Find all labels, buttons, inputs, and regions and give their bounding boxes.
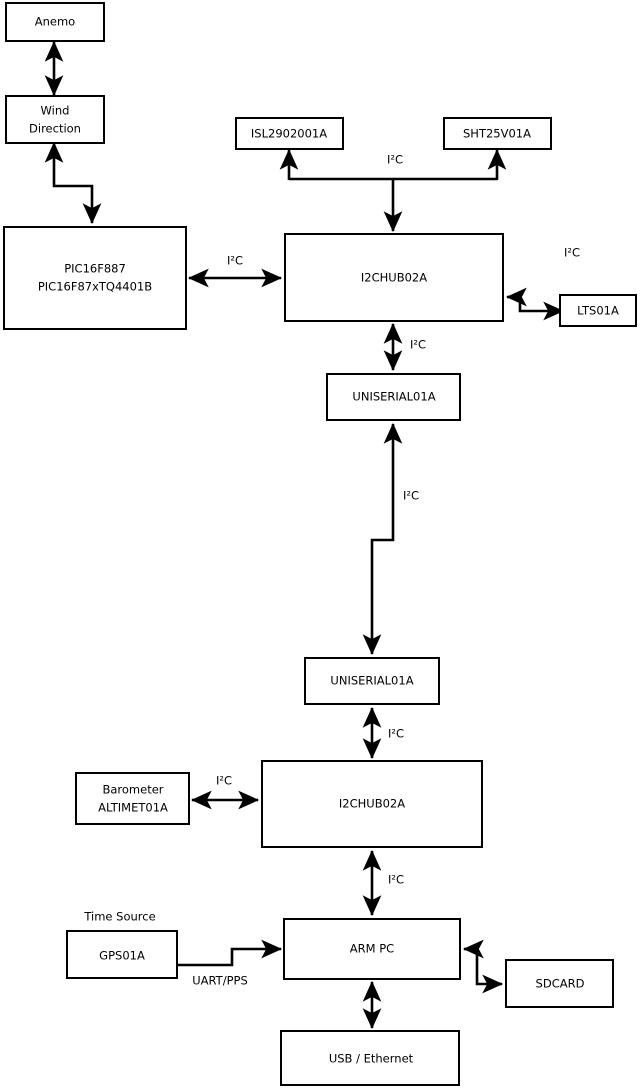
block-sht25v01a-rect <box>443 117 552 150</box>
block-i2chub02a-bottom-rect <box>261 760 483 848</box>
block-i2chub02a-top[interactable]: I2CHUB02A <box>284 233 504 322</box>
block-arm-pc-label: ARM PC <box>350 942 394 956</box>
edge-unitop-unibottom <box>362 422 403 656</box>
label-time-source: Time Source <box>83 910 155 924</box>
edge-wind-pic <box>44 141 102 225</box>
block-isl2902001a-rect <box>235 117 344 150</box>
block-pic16f887-label-line1: PIC16F887 <box>64 262 126 276</box>
block-sdcard-label: SDCARD <box>536 977 585 991</box>
block-uniserial01a-top-label: UNISERIAL01A <box>352 390 435 404</box>
edge-hubtop-lts-out <box>518 297 565 321</box>
block-pic16f887-label-line2: PIC16F87xTQ4401B <box>38 280 152 294</box>
block-uniserial01a-bottom-label: UNISERIAL01A <box>330 674 413 688</box>
block-barometer-altimet01a[interactable]: Barometer ALTIMET01A <box>75 772 190 825</box>
edge-label-uni-hubbottom: I²C <box>388 727 404 741</box>
block-barometer-altimet01a-rect <box>75 772 190 825</box>
block-arm-pc[interactable]: ARM PC <box>283 918 461 980</box>
block-lts01a-rect <box>559 294 637 327</box>
block-uniserial01a-bottom[interactable]: UNISERIAL01A <box>304 657 440 705</box>
block-sdcard-rect <box>505 959 614 1008</box>
block-uniserial01a-top[interactable]: UNISERIAL01A <box>326 373 461 421</box>
block-arm-pc-rect <box>283 918 461 980</box>
block-isl2902001a-label: ISL2902001A <box>251 127 327 141</box>
block-anemo-label: Anemo <box>35 15 75 29</box>
block-gps01a-rect <box>66 930 178 979</box>
block-anemo-rect <box>5 2 105 42</box>
block-wind-direction-label-line2: Direction <box>29 122 81 136</box>
block-wind-direction-rect <box>5 95 105 144</box>
block-pic16f887[interactable]: PIC16F887 PIC16F87xTQ4401B <box>3 226 187 330</box>
block-pic16f887-rect <box>3 226 187 330</box>
block-barometer-label-line1: Barometer <box>102 783 163 797</box>
edge-label-hub-sensors: I²C <box>387 153 403 167</box>
block-sdcard[interactable]: SDCARD <box>505 959 614 1008</box>
block-i2chub02a-bottom-label: I2CHUB02A <box>339 797 405 811</box>
block-gps01a[interactable]: GPS01A <box>66 930 178 979</box>
block-uniserial01a-top-rect <box>326 373 461 421</box>
edge-label-uni-uni: I²C <box>403 489 419 503</box>
edge-armpc-sdcard-out <box>475 949 504 994</box>
edge-label-gps-armpc: UART/PPS <box>192 974 248 988</box>
block-barometer-label-line2: ALTIMET01A <box>98 801 168 815</box>
edge-label-hub-unitop: I²C <box>410 338 426 352</box>
block-sht25v01a[interactable]: SHT25V01A <box>443 117 552 150</box>
block-usb-ethernet-label: USB / Ethernet <box>329 1052 414 1066</box>
block-usb-ethernet-rect <box>280 1030 460 1086</box>
edge-label-pic-hub: I²C <box>227 254 243 268</box>
block-gps01a-label: GPS01A <box>99 949 145 963</box>
block-i2chub02a-top-rect <box>284 233 504 322</box>
block-lts01a-label: LTS01A <box>577 304 619 318</box>
block-usb-ethernet[interactable]: USB / Ethernet <box>280 1030 460 1086</box>
block-lts01a[interactable]: LTS01A <box>559 294 637 327</box>
edge-gps-armpc <box>177 939 283 967</box>
block-sht25v01a-label: SHT25V01A <box>463 127 531 141</box>
block-i2chub02a-bottom[interactable]: I2CHUB02A <box>261 760 483 848</box>
block-wind-direction[interactable]: Wind Direction <box>5 95 105 144</box>
block-anemo[interactable]: Anemo <box>5 2 105 42</box>
edge-label-hub-lts: I²C <box>564 246 580 260</box>
edge-label-hub-armpc: I²C <box>388 873 404 887</box>
block-isl2902001a[interactable]: ISL2902001A <box>235 117 344 150</box>
edge-label-barometer-hub: I²C <box>216 774 232 788</box>
block-i2chub02a-top-label: I2CHUB02A <box>361 271 427 285</box>
block-uniserial01a-bottom-rect <box>304 657 440 705</box>
block-wind-direction-label-line1: Wind <box>41 104 70 118</box>
